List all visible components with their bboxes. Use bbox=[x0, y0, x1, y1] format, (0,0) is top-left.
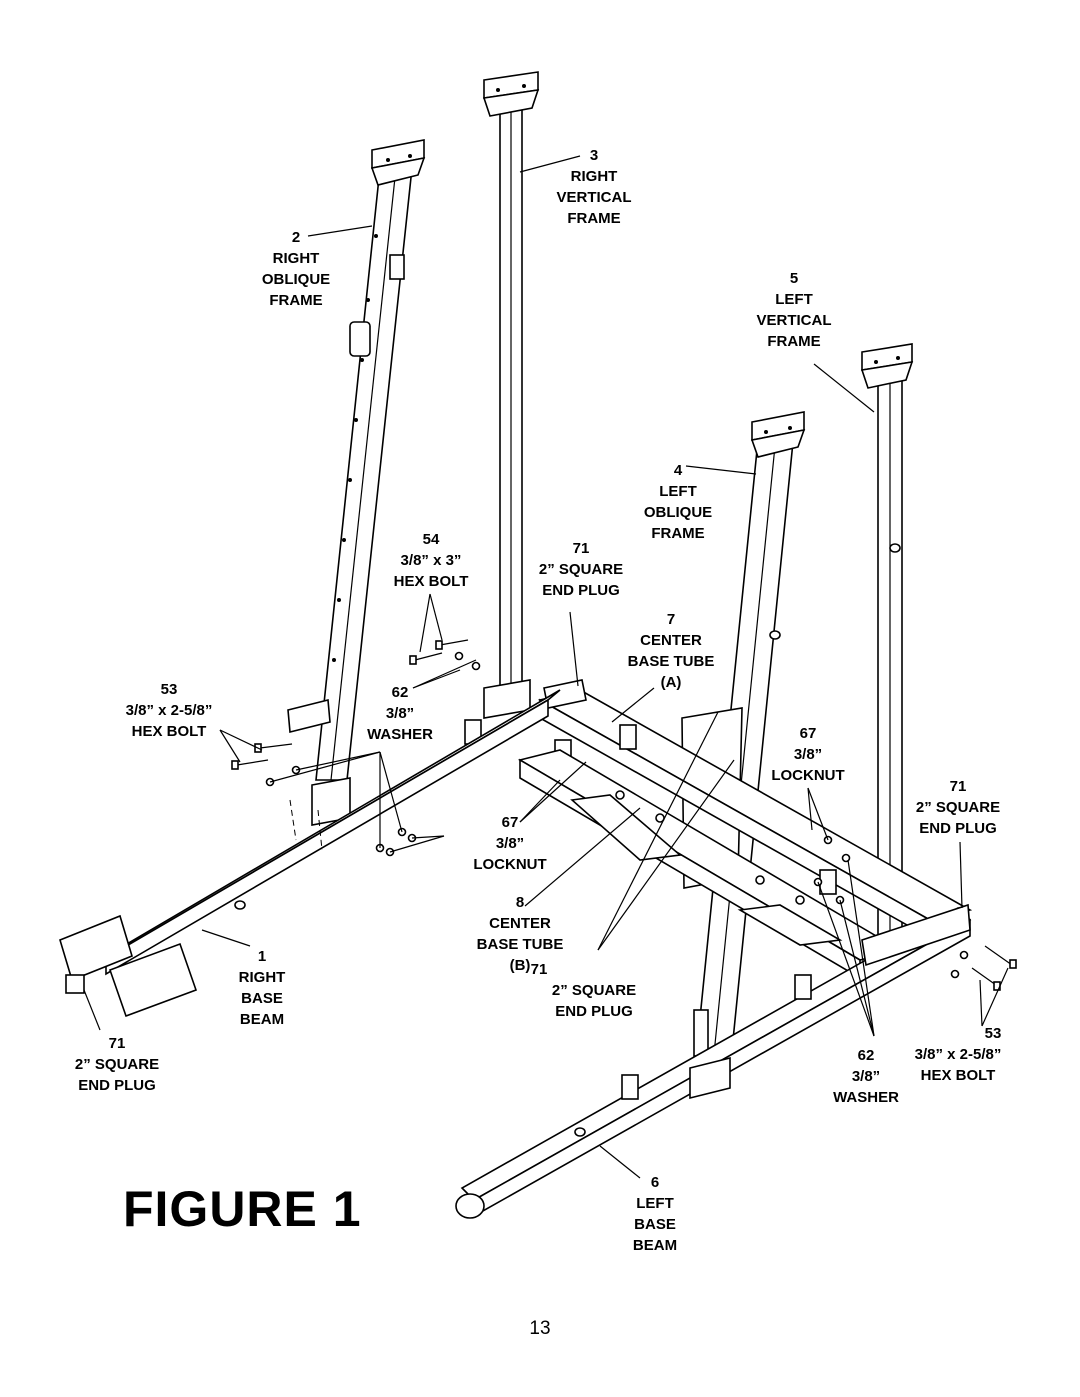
label-part-2: 2 RIGHT OBLIQUE FRAME bbox=[262, 227, 330, 311]
part-1-line: 1 bbox=[257, 948, 267, 965]
part-1-line: BASE bbox=[241, 990, 283, 1007]
part-67-line: LOCKNUT bbox=[771, 767, 845, 784]
label-part-53-left: 53 3/8” x 2-5/8” HEX BOLT bbox=[126, 679, 213, 742]
part-5-line: FRAME bbox=[767, 333, 821, 350]
label-part-7: 7 CENTER BASE TUBE (A) bbox=[628, 609, 715, 693]
part-3-line: FRAME bbox=[567, 210, 621, 227]
part-71-line: END PLUG bbox=[555, 1003, 633, 1020]
part-4-line: 4 bbox=[673, 462, 683, 479]
part-67-line: LOCKNUT bbox=[473, 856, 547, 873]
part-71-line: 2” SQUARE bbox=[551, 982, 637, 999]
part-7-line: (A) bbox=[660, 674, 682, 691]
part-53-line: 53 bbox=[160, 681, 178, 698]
part-62-line: 3/8” bbox=[851, 1068, 881, 1085]
part-62-line: WASHER bbox=[833, 1089, 899, 1106]
part-53-line: HEX BOLT bbox=[131, 723, 207, 740]
part-1-line: BEAM bbox=[239, 1011, 285, 1028]
part-3-line: 3 bbox=[589, 147, 599, 164]
label-part-67-center: 67 3/8” LOCKNUT bbox=[473, 812, 546, 875]
part-2-line: OBLIQUE bbox=[261, 271, 331, 288]
label-part-71-bottom-left: 71 2” SQUARE END PLUG bbox=[75, 1033, 159, 1096]
part-71-line: END PLUG bbox=[542, 582, 620, 599]
label-part-62-right: 62 3/8” WASHER bbox=[833, 1045, 899, 1108]
part-53-line: 53 bbox=[984, 1025, 1002, 1042]
part-71-line: 2” SQUARE bbox=[915, 799, 1001, 816]
part-7-line: 7 bbox=[666, 611, 676, 628]
label-part-3: 3 RIGHT VERTICAL FRAME bbox=[557, 145, 632, 229]
frame-holes bbox=[332, 234, 378, 662]
part-62-line: 62 bbox=[391, 684, 409, 701]
part-8-line: (B) bbox=[509, 957, 531, 974]
right-base-beam bbox=[59, 689, 561, 1018]
part-71-line: 2” SQUARE bbox=[538, 561, 624, 578]
part-8-line: CENTER bbox=[489, 915, 551, 932]
part-2-line: RIGHT bbox=[272, 250, 320, 267]
part-6-line: 6 bbox=[650, 1174, 660, 1191]
right-oblique-frame bbox=[287, 139, 426, 826]
part-6-line: BASE bbox=[634, 1216, 676, 1233]
part-4-line: FRAME bbox=[651, 525, 705, 542]
label-part-8: 8 CENTER BASE TUBE (B) bbox=[477, 892, 564, 976]
page-number: 13 bbox=[529, 1318, 551, 1339]
part-5-line: 5 bbox=[789, 270, 799, 287]
part-6-line: LEFT bbox=[636, 1195, 674, 1212]
part-1-line: RIGHT bbox=[238, 969, 286, 986]
part-71-line: 71 bbox=[949, 778, 967, 795]
right-vertical-frame bbox=[482, 71, 540, 719]
label-part-1: 1 RIGHT BASE BEAM bbox=[239, 946, 286, 1030]
part-8-line: 8 bbox=[515, 894, 525, 911]
part-67-line: 3/8” bbox=[495, 835, 525, 852]
label-part-71-top: 71 2” SQUARE END PLUG bbox=[539, 538, 623, 601]
part-62-line: WASHER bbox=[367, 726, 433, 743]
part-5-line: LEFT bbox=[775, 291, 813, 308]
part-4-line: LEFT bbox=[659, 483, 697, 500]
part-54-line: 54 bbox=[422, 531, 440, 548]
label-part-54: 54 3/8” x 3” HEX BOLT bbox=[394, 529, 469, 592]
left-base-beam bbox=[455, 903, 972, 1219]
part-71-line: 71 bbox=[572, 540, 590, 557]
part-67-line: 67 bbox=[799, 725, 817, 742]
part-54-line: HEX BOLT bbox=[393, 573, 469, 590]
part-6-line: BEAM bbox=[632, 1237, 678, 1254]
part-67-line: 67 bbox=[501, 814, 519, 831]
part-4-line: OBLIQUE bbox=[643, 504, 713, 521]
part-5-line: VERTICAL bbox=[756, 312, 832, 329]
part-53-line: HEX BOLT bbox=[920, 1067, 996, 1084]
label-part-62-center: 62 3/8” WASHER bbox=[367, 682, 433, 745]
label-part-53-right: 53 3/8” x 2-5/8” HEX BOLT bbox=[915, 1023, 1002, 1086]
part-71-line: 71 bbox=[108, 1035, 126, 1052]
part-71-line: END PLUG bbox=[919, 820, 997, 837]
center-base-tube-b bbox=[517, 749, 903, 980]
part-7-line: CENTER bbox=[640, 632, 702, 649]
part-2-line: FRAME bbox=[269, 292, 323, 309]
part-71-line: 2” SQUARE bbox=[74, 1056, 160, 1073]
part-62-line: 3/8” bbox=[385, 705, 415, 722]
label-part-5: 5 LEFT VERTICAL FRAME bbox=[757, 268, 832, 352]
part-54-line: 3/8” x 3” bbox=[400, 552, 462, 569]
part-67-line: 3/8” bbox=[793, 746, 823, 763]
label-part-71-right: 71 2” SQUARE END PLUG bbox=[916, 776, 1000, 839]
figure-title: FIGURE 1 bbox=[123, 1181, 362, 1237]
part-71-line: 71 bbox=[530, 961, 548, 978]
part-53-line: 3/8” x 2-5/8” bbox=[914, 1046, 1002, 1063]
label-part-6: 6 LEFT BASE BEAM bbox=[633, 1172, 677, 1256]
part-3-line: RIGHT bbox=[570, 168, 618, 185]
part-2-line: 2 bbox=[291, 229, 301, 246]
part-53-line: 3/8” x 2-5/8” bbox=[125, 702, 213, 719]
leader-lines bbox=[83, 155, 1009, 1179]
label-part-67-right: 67 3/8” LOCKNUT bbox=[771, 723, 844, 786]
part-8-line: BASE TUBE bbox=[476, 936, 564, 953]
part-71-line: END PLUG bbox=[78, 1077, 156, 1094]
label-part-4: 4 LEFT OBLIQUE FRAME bbox=[644, 460, 712, 544]
part-7-line: BASE TUBE bbox=[627, 653, 715, 670]
part-62-line: 62 bbox=[857, 1047, 875, 1064]
label-part-71-lower-center: 71 2” SQUARE END PLUG bbox=[531, 959, 637, 1022]
part-3-line: VERTICAL bbox=[556, 189, 632, 206]
